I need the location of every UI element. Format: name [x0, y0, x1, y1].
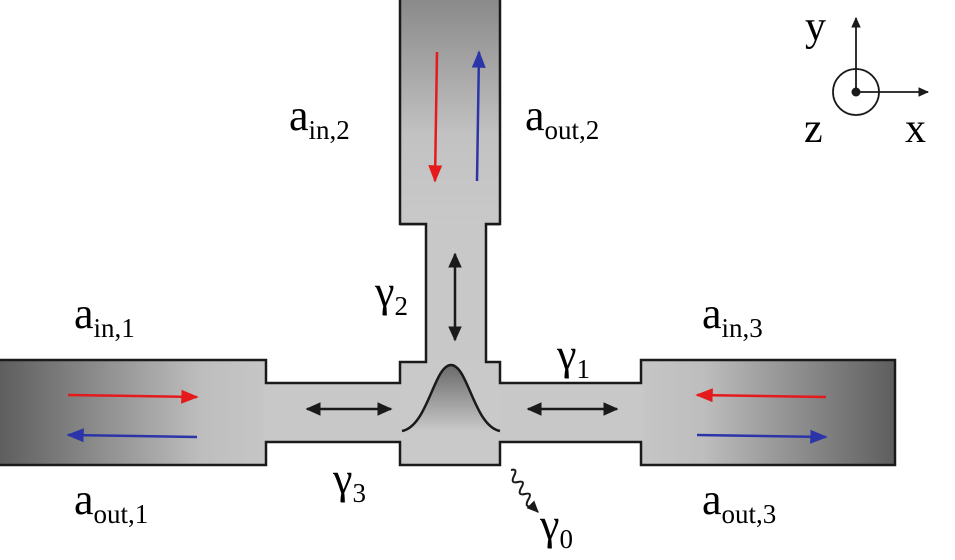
- output-arrow-port2: [471, 50, 486, 182]
- resonance-peak-curve: [401, 363, 501, 433]
- input-arrow-port2: [428, 51, 443, 183]
- waveguide-outline: [0, 0, 897, 467]
- radiation-loss-wavy-arrow: [510, 468, 539, 513]
- input-arrow-port3: [695, 388, 827, 403]
- resonance-peak: [402, 365, 500, 431]
- axis-label-y: y: [805, 4, 826, 50]
- label-a-out-2: aout,2: [525, 91, 600, 145]
- label-gamma-1: γ1: [557, 330, 590, 384]
- right-narrow-channel: [500, 383, 643, 442]
- output-arrow-port1: [66, 428, 198, 443]
- input-arrow-port1: [67, 389, 199, 404]
- label-a-in-3: ain,3: [702, 289, 763, 343]
- label-gamma-0: γ0: [540, 500, 573, 554]
- output-arrow-port3: [696, 429, 828, 444]
- coordinate-axes: [832, 16, 930, 116]
- label-gamma-2: γ2: [375, 267, 408, 321]
- axis-label-z: z: [804, 106, 823, 152]
- top-waveguide: [400, 0, 500, 226]
- label-a-out-3: aout,3: [702, 475, 777, 529]
- z-axis-circle: [832, 68, 880, 116]
- z-axis-dot: [851, 87, 861, 97]
- label-gamma-3: γ3: [333, 454, 366, 508]
- right-waveguide: [641, 360, 895, 465]
- label-a-in-2: ain,2: [289, 91, 350, 145]
- label-a-out-1: aout,1: [74, 475, 149, 529]
- left-narrow-channel: [264, 383, 404, 442]
- left-waveguide: [0, 360, 266, 465]
- label-a-in-1: ain,1: [74, 289, 135, 343]
- axis-label-x: x: [905, 106, 926, 152]
